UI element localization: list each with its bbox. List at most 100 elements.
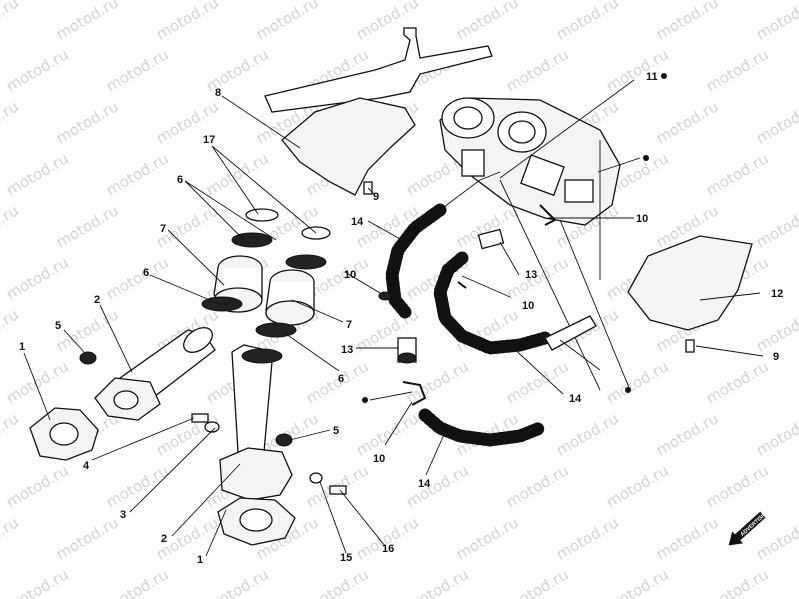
watermark-text: motod.ru: [503, 565, 572, 599]
watermark-text: motod.ru: [653, 513, 722, 563]
watermark-text: motod.ru: [103, 253, 172, 303]
callout-5-left: 5: [55, 320, 61, 332]
watermark-text: motod.ru: [753, 201, 799, 251]
watermark-text: motod.ru: [553, 0, 622, 43]
watermark-text: motod.ru: [753, 97, 799, 147]
callout-7-a: 7: [160, 223, 166, 235]
callout-4: 4: [83, 460, 90, 472]
watermark-text: motod.ru: [403, 357, 472, 407]
watermark-text: motod.ru: [653, 409, 722, 459]
watermark-text: motod.ru: [53, 305, 122, 355]
watermark-text: motod.ru: [203, 45, 272, 95]
watermark-text: motod.ru: [253, 0, 322, 43]
watermark-text: motod.ru: [3, 565, 72, 599]
watermark-text: motod.ru: [203, 149, 272, 199]
watermark-text: motod.ru: [503, 253, 572, 303]
watermark-text: motod.ru: [0, 201, 22, 251]
watermark-text: motod.ru: [0, 513, 22, 563]
part-8-cover: [281, 97, 416, 196]
watermark-text: motod.ru: [403, 461, 472, 511]
watermark-text: motod.ru: [0, 0, 22, 43]
callout-10-c: 10: [373, 453, 385, 465]
callout-14-c: 14: [418, 478, 431, 490]
watermark-text: motod.ru: [603, 565, 672, 599]
watermark-text: motod.ru: [503, 461, 572, 511]
callout-5-center: 5: [333, 425, 339, 437]
part-9-screw-right: [685, 339, 695, 353]
watermark-text: motod.ru: [103, 461, 172, 511]
watermark-text: motod.ru: [153, 409, 222, 459]
callout-8: 8: [215, 87, 221, 99]
carburetor-assembly: [439, 97, 621, 226]
arrow-icon: [728, 511, 766, 546]
callout-7-b: 7: [346, 319, 352, 331]
parts-drawing: [29, 27, 753, 546]
watermark-text: motod.ru: [403, 565, 472, 599]
reference-dots: [362, 73, 667, 403]
callout-6-a: 6: [143, 267, 149, 279]
callout-11: 11: [646, 71, 658, 83]
callout-17: 17: [203, 134, 215, 146]
watermark-text: motod.ru: [3, 253, 72, 303]
watermark-text: motod.ru: [303, 565, 372, 599]
callout-labels: 1 2 5 4 3 2 1 15 16 5 6 7 6 17 8 9 14 10…: [19, 71, 783, 566]
callout-3: 3: [120, 509, 126, 521]
callout-6-b: 6: [177, 174, 183, 186]
watermark-text: motod.ru: [603, 45, 672, 95]
callout-1-center: 1: [197, 554, 203, 566]
callout-12: 12: [771, 288, 783, 300]
watermark-text: motod.ru: [503, 45, 572, 95]
callout-13-a: 13: [341, 344, 353, 356]
watermark-text: motod.ru: [3, 357, 72, 407]
callout-2-left: 2: [94, 294, 100, 306]
watermark-text: motod.ru: [53, 97, 122, 147]
watermark-text: motod.ru: [353, 409, 422, 459]
callout-16: 16: [382, 543, 394, 555]
callout-6-c: 6: [338, 373, 344, 385]
part-13-fitting-upper: [477, 228, 505, 250]
watermark-text: motod.ru: [553, 513, 622, 563]
watermark-text: motod.ru: [553, 409, 622, 459]
callout-15: 15: [340, 552, 352, 564]
part-7-boot-lower: [265, 269, 315, 326]
watermark-text: motod.ru: [0, 409, 22, 459]
watermark-text: motod.ru: [653, 0, 722, 43]
callout-10-d: 10: [636, 213, 648, 225]
watermark-text: motod.ru: [3, 149, 72, 199]
watermark-text: motod.ru: [0, 97, 22, 147]
watermark-text: motod.ru: [53, 513, 122, 563]
watermark-text: motod.ru: [703, 461, 772, 511]
callout-10-b: 10: [522, 300, 534, 312]
watermark-text: motod.ru: [753, 409, 799, 459]
watermark-text: motod.ru: [153, 0, 222, 43]
part-12-cover: [627, 235, 753, 331]
callout-13-b: 13: [525, 269, 537, 281]
watermark-text: motod.ru: [53, 201, 122, 251]
leader-lines: [23, 79, 764, 557]
watermark-text: motod.ru: [3, 461, 72, 511]
watermark-text: motod.ru: [703, 149, 772, 199]
callout-14-a: 14: [351, 216, 364, 228]
watermark-text: motod.ru: [653, 97, 722, 147]
part-14-hose-middle: [433, 251, 552, 355]
callout-2-center: 2: [161, 533, 167, 545]
watermark-text: motod.ru: [703, 45, 772, 95]
part-14-hose-upper: [385, 203, 447, 319]
callout-14-b: 14: [569, 393, 582, 405]
callout-1-left: 1: [19, 341, 25, 353]
frame-tube: [264, 27, 493, 113]
watermark-text: motod.ru: [103, 565, 172, 599]
badge-text: ADVERTISING: [740, 508, 772, 538]
watermark-text: motod.ru: [753, 305, 799, 355]
watermark-text: motod.ru: [703, 357, 772, 407]
watermark-text: motod.ru: [3, 45, 72, 95]
watermark-text: motod.ru: [603, 357, 672, 407]
watermark-text: motod.ru: [603, 461, 672, 511]
watermark-text: motod.ru: [103, 149, 172, 199]
callout-10-a: 10: [344, 269, 356, 281]
callout-9-a: 9: [373, 191, 379, 203]
watermark-text: motod.ru: [353, 513, 422, 563]
watermark-text: motod.ru: [203, 565, 272, 599]
watermark-text: motod.ru: [103, 45, 172, 95]
